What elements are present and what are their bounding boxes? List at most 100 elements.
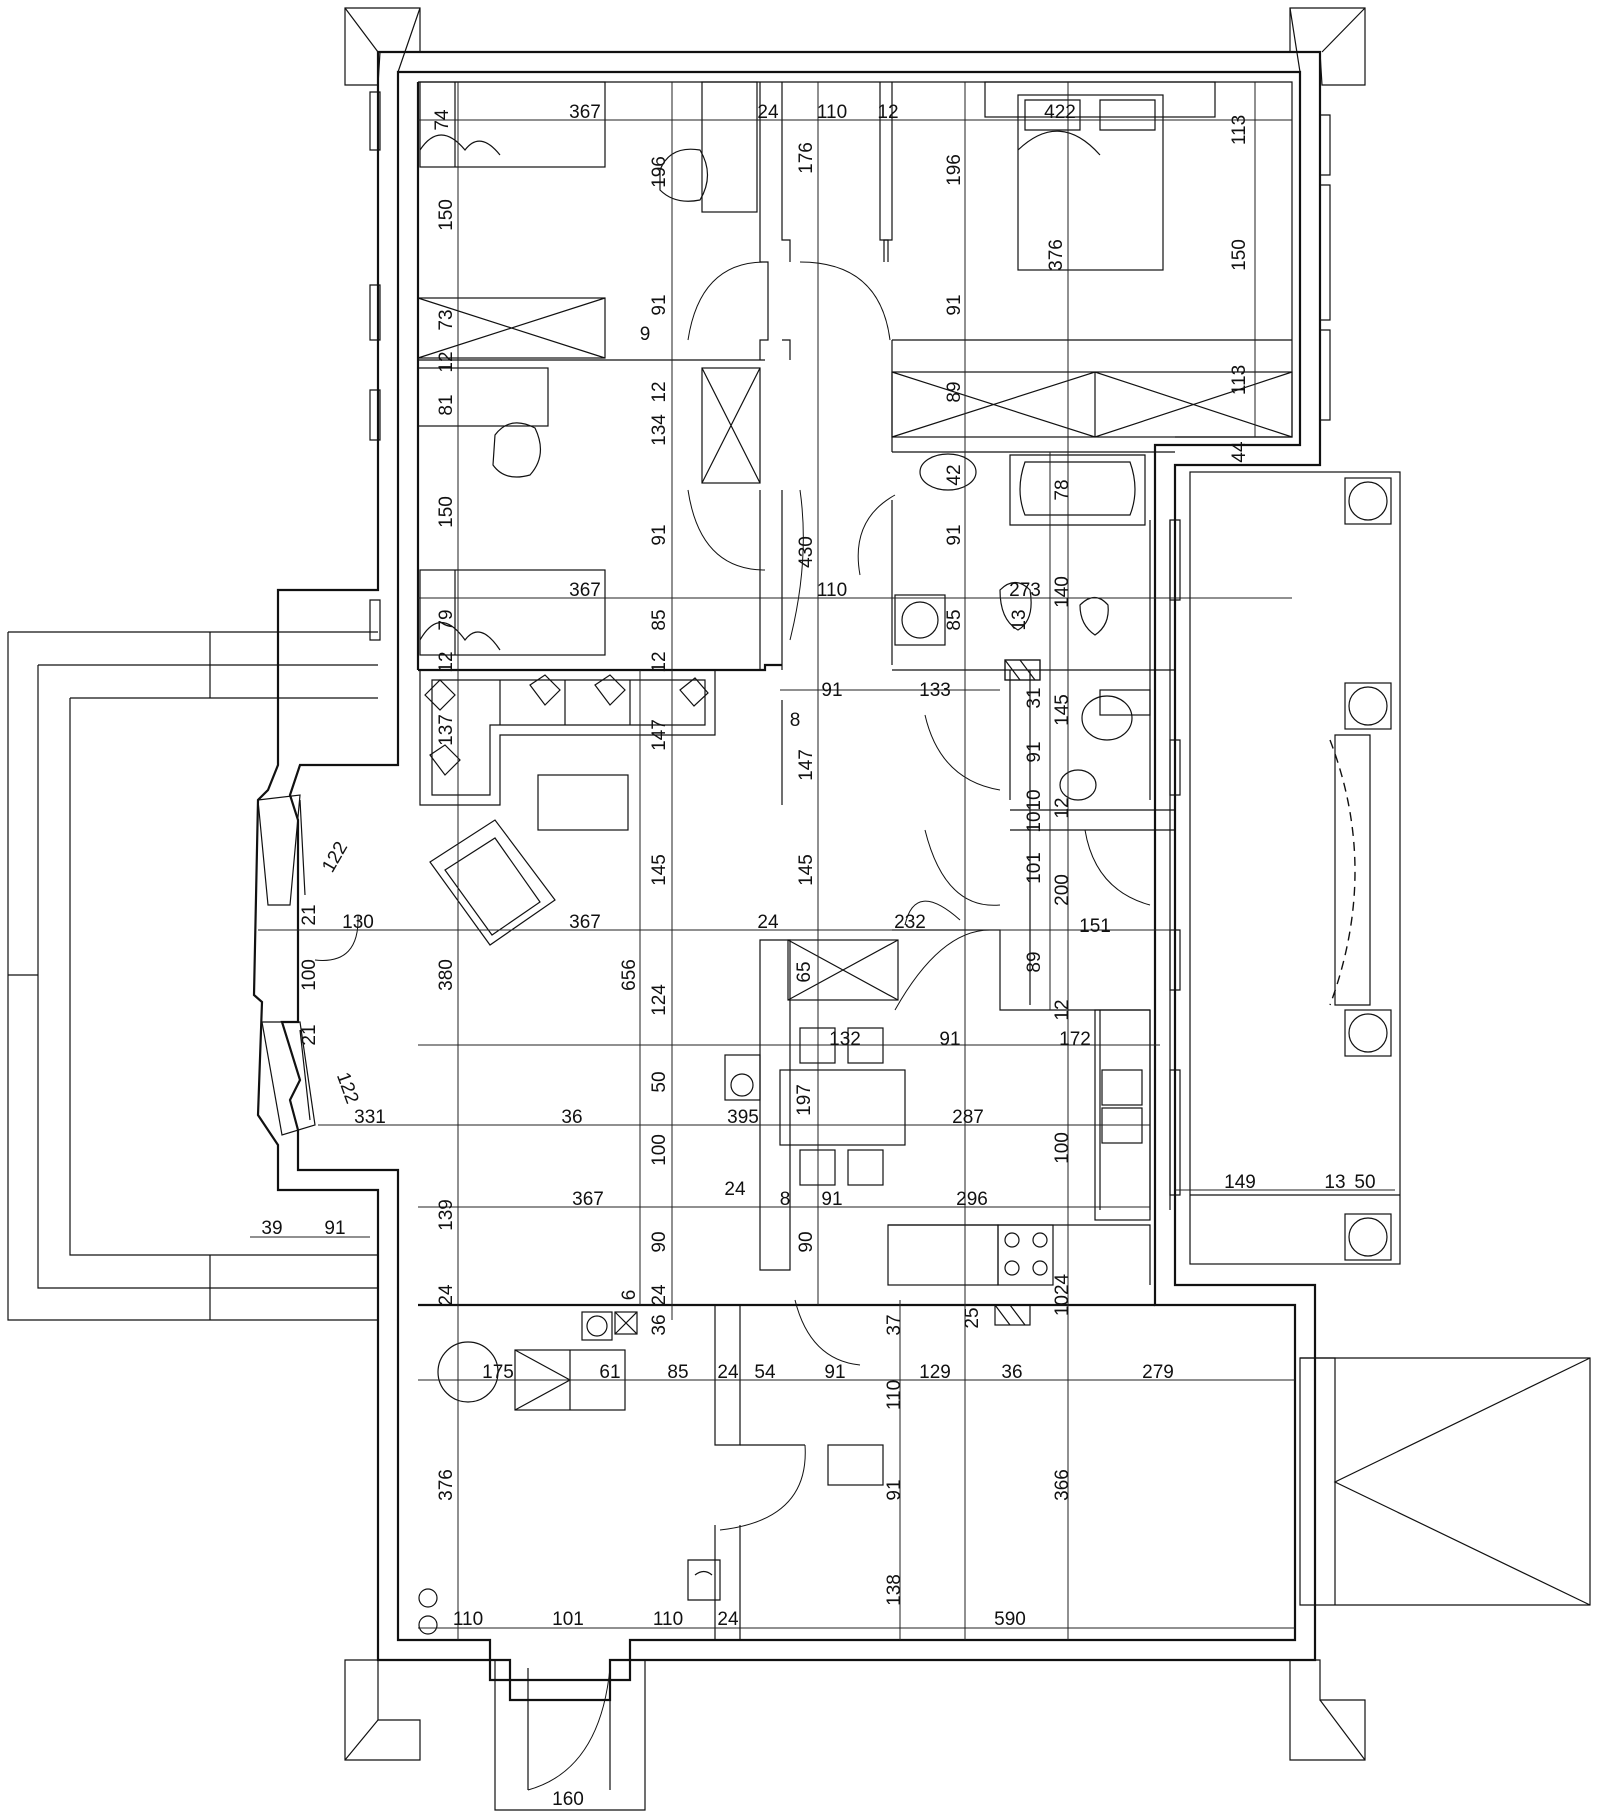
dim-label: 134: [649, 414, 670, 446]
dim-label: 150: [1229, 239, 1250, 271]
corner-pilasters: [344, 7, 1366, 1761]
dim-label: 138: [884, 1574, 905, 1606]
dim-label: 140: [1052, 576, 1073, 608]
desk-bedroom-1: [659, 81, 758, 213]
dim-label: 13: [1324, 1172, 1345, 1193]
dim-label: 81: [436, 394, 457, 415]
dim-label: 395: [727, 1107, 759, 1128]
dim-label: 21: [299, 1024, 320, 1045]
dim-label: 36: [561, 1107, 582, 1128]
dim-label: 367: [572, 1189, 604, 1210]
dim-label: 122: [318, 838, 352, 876]
dim-label: 150: [436, 199, 457, 231]
dim-label: 25: [962, 1307, 983, 1328]
dim-label: 124: [649, 984, 670, 1016]
dim-label: 24: [717, 1609, 739, 1630]
dim-label: 12: [649, 651, 670, 672]
terrace-right: [1189, 471, 1401, 1265]
dim-label: 367: [569, 580, 601, 601]
dim-label: 12: [649, 381, 670, 402]
dim-label: 172: [1059, 1029, 1091, 1050]
dim-label: 89: [1024, 951, 1045, 972]
dim-label: 145: [796, 854, 817, 886]
dim-label: 50: [1354, 1172, 1375, 1193]
dim-label: 13: [1009, 609, 1030, 630]
dim-label: 79: [436, 609, 457, 630]
dim-label: 110: [817, 102, 847, 123]
dim-label: 89: [944, 381, 965, 402]
dim-label: 85: [667, 1362, 688, 1383]
dimension-labels: 74 367 24 110 12 422 113 196 176 196 150…: [261, 102, 1375, 1810]
terrace-left: [7, 631, 378, 1321]
double-bed: [984, 81, 1216, 271]
desk-bedroom-2: [417, 367, 549, 478]
windows: [257, 91, 1331, 1196]
dim-label: 54: [754, 1362, 776, 1383]
dim-label: 331: [354, 1107, 386, 1128]
dim-label: 39: [261, 1218, 282, 1239]
dim-label: 12: [1052, 999, 1073, 1020]
dim-label: 24: [436, 1284, 457, 1306]
dim-label: 91: [944, 294, 965, 315]
dim-label: 31: [1024, 687, 1045, 708]
dim-label: 110: [653, 1609, 683, 1630]
dim-label: 90: [649, 1231, 670, 1252]
dimension-lines: [250, 82, 1395, 1640]
dim-label: 91: [649, 294, 670, 315]
dim-label: 145: [649, 854, 670, 886]
dim-label: 12: [436, 351, 457, 372]
dim-label: 24: [757, 912, 779, 933]
dim-label: 21: [299, 904, 320, 925]
dim-label: 122: [332, 1070, 363, 1107]
dim-label: 100: [649, 1134, 670, 1166]
dim-label: 24: [717, 1362, 739, 1383]
dim-label: 101: [552, 1609, 584, 1630]
dim-label: 101: [1024, 852, 1045, 884]
dim-label: 279: [1142, 1362, 1174, 1383]
dim-label: 376: [436, 1469, 457, 1501]
dim-label: 6: [619, 1290, 640, 1301]
dim-label: 36: [1001, 1362, 1022, 1383]
dim-label: 656: [619, 959, 640, 991]
dim-label: 9: [640, 324, 651, 345]
dim-label: 200: [1052, 874, 1073, 906]
dim-label: 91: [821, 680, 842, 701]
dim-label: 130: [342, 912, 374, 933]
dim-label: 50: [649, 1071, 670, 1092]
dim-label: 24: [757, 102, 779, 123]
dim-label: 590: [994, 1609, 1026, 1630]
entrance-hall-fixtures: [418, 1311, 884, 1635]
dim-label: 175: [482, 1362, 514, 1383]
dim-label: 422: [1044, 102, 1076, 123]
dim-label: 147: [796, 749, 817, 781]
dim-label: 100: [1052, 1132, 1073, 1164]
dim-label: 110: [453, 1609, 483, 1630]
dim-label: 10: [1024, 789, 1045, 810]
dim-label: 197: [794, 1084, 815, 1116]
armchair: [429, 819, 556, 946]
dim-label: 366: [1052, 1469, 1073, 1501]
door-swings: [314, 261, 1151, 1531]
entry-canopy: [1299, 1357, 1591, 1606]
dim-label: 287: [952, 1107, 984, 1128]
dim-label: 129: [919, 1362, 951, 1383]
dim-label: 24: [724, 1179, 746, 1200]
dim-label: 376: [1046, 239, 1067, 271]
dim-label: 65: [794, 961, 815, 982]
dim-label: 78: [1052, 479, 1073, 500]
dim-label: 74: [432, 109, 453, 131]
dim-label: 110: [817, 580, 847, 601]
dim-label: 150: [436, 496, 457, 528]
dim-label: 176: [796, 142, 817, 174]
dim-label: 8: [790, 710, 801, 731]
dim-label: 61: [599, 1362, 620, 1383]
dim-label: 10: [1024, 811, 1045, 832]
dim-label: 85: [944, 609, 965, 630]
dim-label: 196: [944, 154, 965, 186]
dim-label: 196: [649, 156, 670, 188]
bed-bedroom-2: [419, 569, 606, 656]
dim-label: 430: [796, 536, 817, 568]
bed-bedroom-1: [419, 81, 606, 168]
dim-label: 137: [436, 714, 457, 746]
